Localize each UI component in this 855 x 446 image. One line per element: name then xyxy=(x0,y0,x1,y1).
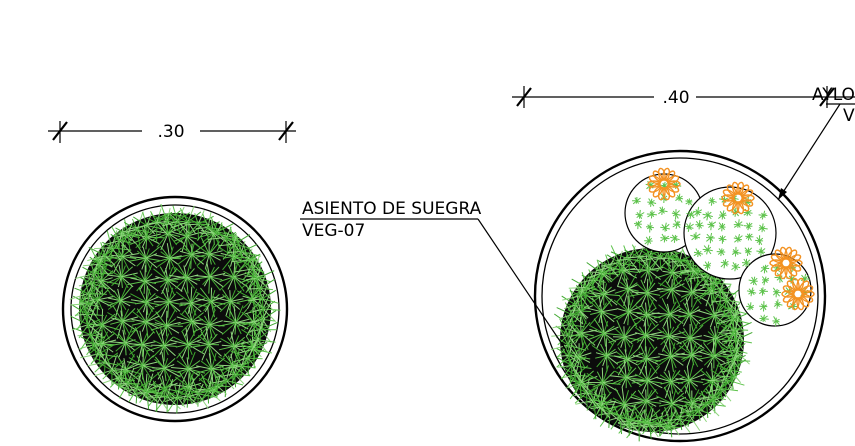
cut-off-plant-name: AYLO xyxy=(812,85,855,105)
large-pot xyxy=(533,149,827,443)
cut-off-plant-label: AYLO V xyxy=(777,85,855,201)
small-pot-width-label: .30 xyxy=(157,122,184,142)
plant-name: ASIENTO DE SUEGRA xyxy=(302,199,482,219)
tick-mark-left xyxy=(516,87,532,107)
large-pot-width-label: .40 xyxy=(662,88,689,108)
pot-outer-rim xyxy=(533,149,827,443)
large-pot-dimension: .40 xyxy=(512,86,855,108)
asiento-de-suegra-label: ASIENTO DE SUEGRA VEG-07 xyxy=(300,199,567,351)
tick-mark-left xyxy=(52,121,68,141)
pot-inner-rim xyxy=(70,204,280,414)
cactus-edge-spines xyxy=(69,203,281,414)
small-pot xyxy=(61,195,289,423)
tick-mark-right xyxy=(278,121,294,141)
tick-mark-right xyxy=(819,87,835,107)
leader-line xyxy=(477,218,567,351)
small-pot-dimension: .30 xyxy=(48,121,296,143)
flowering-cactus-2 xyxy=(683,186,777,280)
pot-outer-rim xyxy=(61,195,289,423)
pot-inner-rim xyxy=(541,157,819,435)
orange-flowers xyxy=(647,167,815,311)
flowering-cacti-group xyxy=(624,167,815,327)
leader-line xyxy=(777,103,841,201)
cut-off-plant-code: V xyxy=(843,106,855,126)
plant-code: VEG-07 xyxy=(302,221,365,241)
barrel-cactus-edge-spines xyxy=(550,238,753,442)
